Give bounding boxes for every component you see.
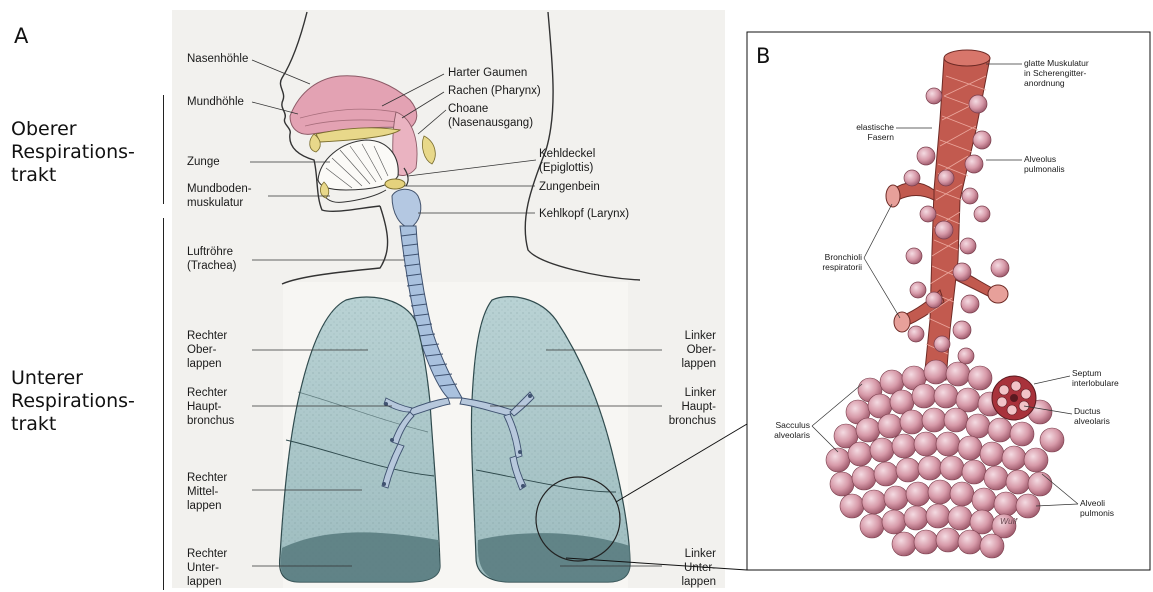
- label-alveoli: Alveoli pulmonis: [1080, 498, 1114, 518]
- label-left-lower-lobe: Linker Unter- lappen: [660, 547, 716, 589]
- lower-respiratory-tract-label: Unterer Respirations- trakt: [11, 367, 135, 436]
- label-alveolus: Alveolus pulmonalis: [1024, 154, 1065, 174]
- label-larynx: Kehlkopf (Larynx): [539, 207, 629, 221]
- hyoid-shape: [385, 179, 405, 189]
- label-bronchioles: Bronchioli respiratorii: [804, 252, 862, 272]
- label-septum: Septum interlobulare: [1072, 368, 1119, 388]
- label-hyoid: Zungenbein: [539, 180, 600, 194]
- label-right-middle-lobe: Rechter Mittel- lappen: [187, 471, 227, 513]
- sectioned-alveolar-sac: [992, 376, 1036, 420]
- label-epiglottis: Kehldeckel (Epiglottis): [539, 147, 595, 175]
- label-tongue: Zunge: [187, 155, 220, 169]
- label-right-upper-lobe: Rechter Ober- lappen: [187, 329, 227, 371]
- label-nasal-cavity: Nasenhöhle: [187, 52, 248, 66]
- label-smooth-muscle: glatte Muskulatur in Scherengitter- anor…: [1024, 58, 1089, 88]
- label-left-main-bronchus: Linker Haupt- bronchus: [650, 386, 716, 428]
- panel-letter-b: B: [756, 44, 770, 68]
- lower-tract-bracket: [163, 218, 164, 590]
- label-left-upper-lobe: Linker Ober- lappen: [660, 329, 716, 371]
- label-floor-muscles: Mundboden- muskulatur: [187, 182, 252, 210]
- label-ductus: Ductus alveolaris: [1074, 406, 1110, 426]
- panel-letter-a: A: [14, 24, 28, 48]
- label-right-lower-lobe: Rechter Unter- lappen: [187, 547, 227, 589]
- label-oral-cavity: Mundhöhle: [187, 95, 244, 109]
- upper-tract-bracket: [163, 95, 164, 204]
- artist-signature: Wulf: [1000, 516, 1017, 526]
- label-right-main-bronchus: Rechter Haupt- bronchus: [187, 386, 234, 428]
- label-elastic-fibers: elastische Fasern: [840, 122, 894, 142]
- label-trachea: Luftröhre (Trachea): [187, 245, 236, 273]
- label-choana: Choane (Nasenausgang): [448, 102, 533, 130]
- label-hard-palate: Harter Gaumen: [448, 66, 527, 80]
- label-sacculus: Sacculus alveolaris: [752, 420, 810, 440]
- label-pharynx: Rachen (Pharynx): [448, 84, 541, 98]
- upper-respiratory-tract-label: Oberer Respirations- trakt: [11, 118, 135, 187]
